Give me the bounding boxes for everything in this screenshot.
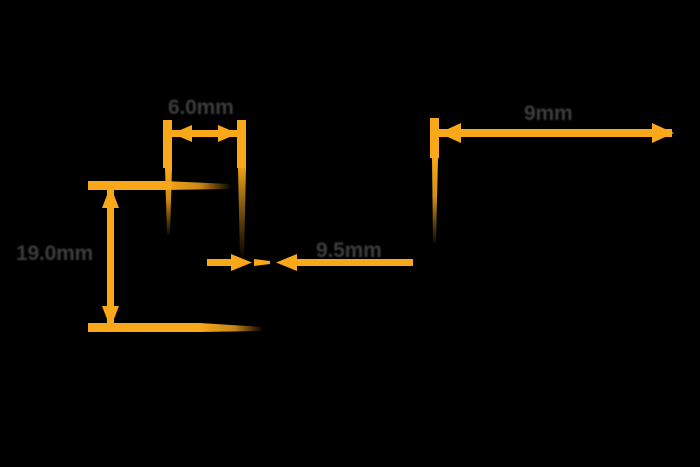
arrowhead-right-right [652,123,674,143]
extension-line-left-bottom-fade [200,323,262,332]
arrowhead-top-right [218,125,238,142]
dimension-right-width [430,118,674,243]
extension-line-left-bottom [88,323,200,332]
extension-line-top-right [237,120,246,168]
extension-line-right-left [430,118,439,158]
dimension-middle-width [207,254,413,271]
arrowhead-left-bottom [102,306,119,328]
arrowhead-left-top [102,186,119,208]
arrowhead-right-left [439,123,461,143]
dimension-line-middle-right-tail [295,259,413,266]
extension-line-top-left [163,120,172,168]
arrowhead-middle-left [231,254,252,271]
dimension-line-left [107,190,114,324]
extension-line-top-left-fade [165,168,172,235]
dimension-left-height [88,181,262,332]
dimension-label-top-width: 6.0mm [168,96,234,119]
dimension-label-middle-width: 9.5mm [316,239,382,262]
extension-line-right-left-fade [432,158,438,243]
extension-line-left-top [88,181,164,190]
arrowhead-top-left [172,125,192,142]
arrowhead-middle-right [276,254,297,271]
dimension-line-top [172,130,238,137]
dimension-label-left-height: 19.0mm [16,242,94,265]
dimension-line-right [439,129,672,137]
extension-line-left-top-fade [164,181,230,190]
dimension-line-middle-gap-dash [254,259,270,266]
extension-line-top-right-fade [238,168,246,258]
dimension-line-middle-left-tail [207,259,233,266]
dimension-label-right-width: 9mm [524,102,573,125]
